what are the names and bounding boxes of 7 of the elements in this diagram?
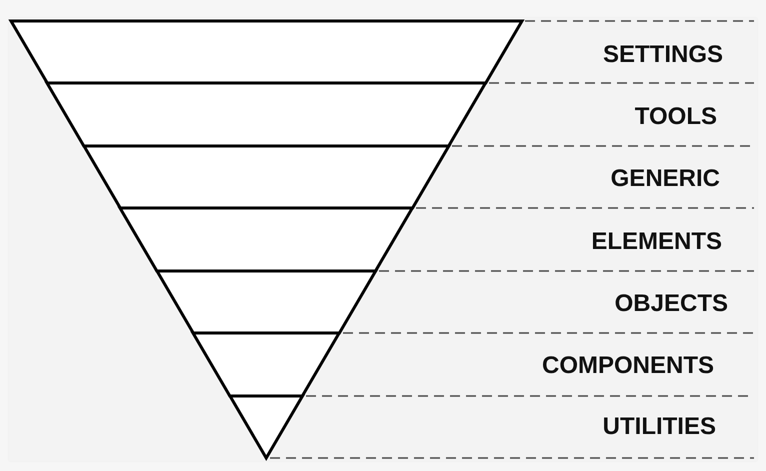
layer-label: SETTINGS — [602, 41, 723, 69]
layer-label: TOOLS — [634, 102, 717, 130]
layer-label: GENERIC — [610, 165, 720, 193]
layer-label: UTILITIES — [602, 413, 716, 441]
layer-label: COMPONENTS — [542, 352, 714, 380]
layer-label: ELEMENTS — [591, 228, 722, 256]
layer-label: OBJECTS — [614, 290, 728, 318]
